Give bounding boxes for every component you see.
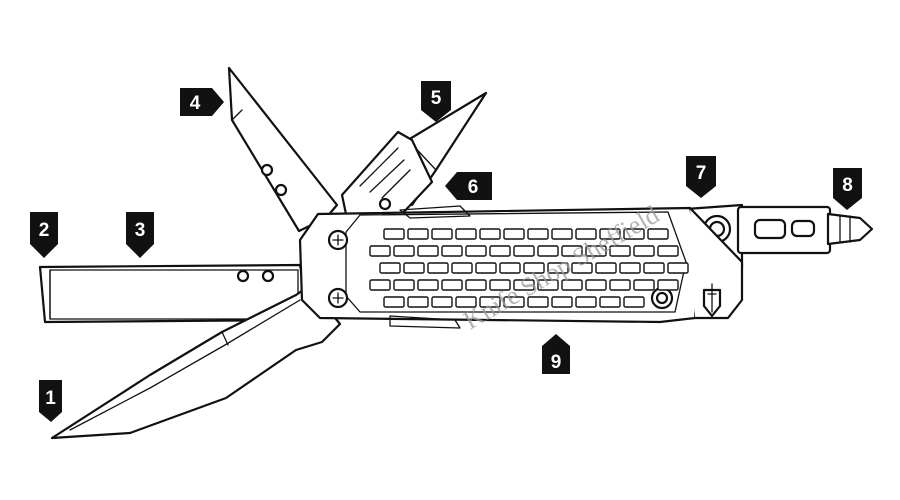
callout-9-label: 9 <box>551 352 562 373</box>
grip-cell <box>561 279 583 291</box>
grip-cell <box>575 228 597 240</box>
grip-cell <box>451 262 473 274</box>
grip-cell <box>537 279 559 291</box>
sheepsfoot-blade <box>227 66 339 233</box>
callout-5-label: 5 <box>431 88 442 109</box>
grip-cell <box>407 228 429 240</box>
grip-cell <box>383 296 405 308</box>
grip-cell <box>561 245 583 257</box>
grip-cell <box>489 279 511 291</box>
grip-cell <box>427 262 449 274</box>
grip-cell <box>623 296 645 308</box>
grip-cell <box>657 245 679 257</box>
grip-cell <box>551 296 573 308</box>
grip-cell <box>623 228 645 240</box>
callout-6: 6 <box>445 172 492 200</box>
grip-cell <box>489 245 511 257</box>
grip-cell <box>513 279 535 291</box>
callout-6-label: 6 <box>468 177 479 198</box>
grip-cell <box>599 296 621 308</box>
grip-cell <box>643 262 665 274</box>
grip-cell <box>479 296 501 308</box>
grip-cell <box>441 245 463 257</box>
grip-cell <box>417 279 439 291</box>
main-blade <box>50 284 342 440</box>
grip-cell <box>465 245 487 257</box>
grip-cell <box>619 262 641 274</box>
callout-2-label: 2 <box>39 220 50 241</box>
grip-cell <box>647 228 669 240</box>
callout-4: 4 <box>180 88 224 116</box>
callout-2: 2 <box>30 212 58 258</box>
grip-cell <box>455 228 477 240</box>
grip-cell <box>475 262 497 274</box>
grip-cell <box>369 279 391 291</box>
grip-cell <box>455 296 477 308</box>
grip-cell <box>609 279 631 291</box>
grip-cell <box>379 262 401 274</box>
grip-cell <box>547 262 569 274</box>
grip-cell <box>551 228 573 240</box>
callout-7: 7 <box>686 156 716 198</box>
callout-8: 8 <box>833 168 862 210</box>
grip-cell <box>431 228 453 240</box>
callout-1: 1 <box>39 380 62 422</box>
grip-cell <box>585 279 607 291</box>
grip-cell <box>503 296 525 308</box>
callout-7-label: 7 <box>696 163 707 184</box>
grip-cell <box>633 279 655 291</box>
grip-cell <box>523 262 545 274</box>
grip-cell <box>657 279 679 291</box>
callout-3-label: 3 <box>135 220 146 241</box>
grip-cell <box>393 279 415 291</box>
grip-cell <box>407 296 429 308</box>
grip-cell <box>369 245 391 257</box>
callout-5: 5 <box>421 81 451 122</box>
grip-cell <box>537 245 559 257</box>
grip-cell <box>575 296 597 308</box>
grip-cell <box>527 296 549 308</box>
grip-cell <box>499 262 521 274</box>
callout-8-label: 8 <box>842 175 853 196</box>
callout-3: 3 <box>126 212 154 258</box>
grip-cell <box>513 245 535 257</box>
grip-cell <box>527 228 549 240</box>
grip-cell <box>571 262 593 274</box>
grip-cell <box>599 228 621 240</box>
callout-9: 9 <box>542 334 570 374</box>
grip-cell <box>441 279 463 291</box>
grip-cell <box>431 296 453 308</box>
callout-1-label: 1 <box>45 388 56 409</box>
grip-pattern <box>369 228 689 308</box>
grip-cell <box>503 228 525 240</box>
grip-cell <box>667 262 689 274</box>
grip-cell <box>479 228 501 240</box>
grip-cell <box>609 245 631 257</box>
grip-cell <box>595 262 617 274</box>
grip-cell <box>465 279 487 291</box>
callout-4-label: 4 <box>190 93 201 114</box>
grip-cell <box>585 245 607 257</box>
grip-cell <box>403 262 425 274</box>
brand-logo-icon <box>702 283 722 318</box>
grip-cell <box>417 245 439 257</box>
grip-cell <box>393 245 415 257</box>
grip-cell <box>383 228 405 240</box>
grip-cell <box>633 245 655 257</box>
